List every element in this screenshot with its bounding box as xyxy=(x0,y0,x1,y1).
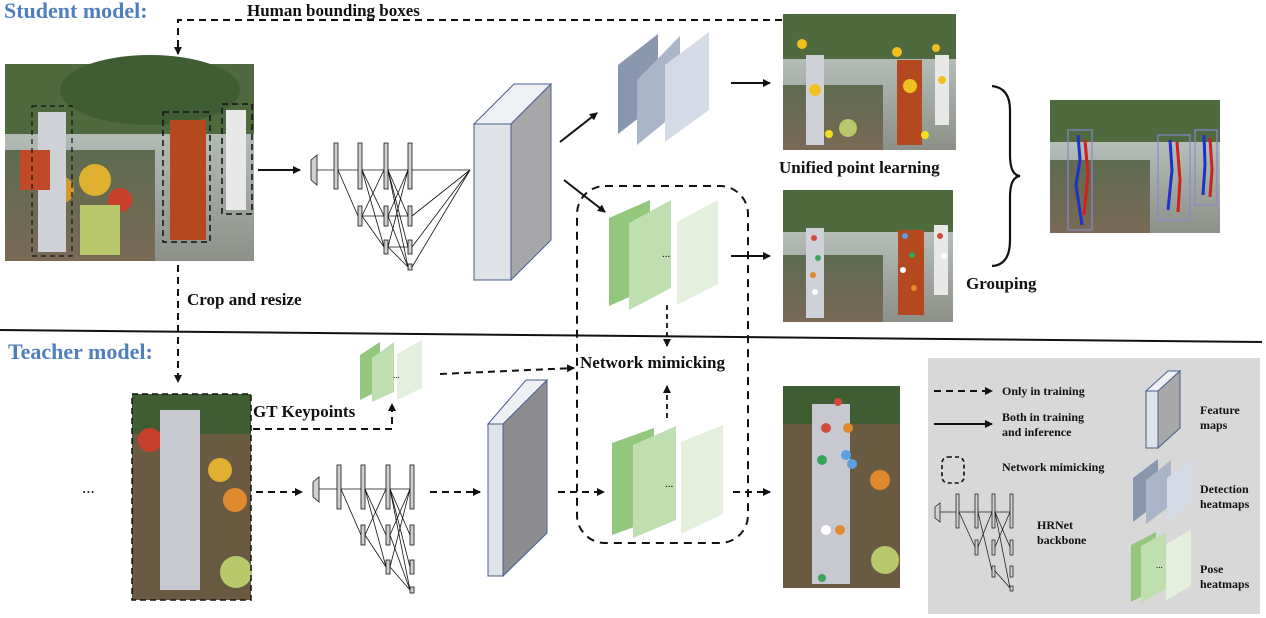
grouping-result-photo xyxy=(1050,100,1220,233)
legend-detection-sample xyxy=(1133,458,1193,524)
legend-hrnet-1: HRNet xyxy=(1037,518,1073,532)
grouping-brace xyxy=(991,84,1021,268)
student-hrnet-backbone xyxy=(310,142,471,271)
detection-output-photo xyxy=(783,14,956,150)
student-detection-heatmaps xyxy=(618,32,709,145)
grouping-label: Grouping xyxy=(966,274,1037,293)
legend-feature-sample xyxy=(1144,369,1182,450)
gt-keypoints-arrow xyxy=(253,403,396,430)
crop-resize-label: Crop and resize xyxy=(187,290,302,309)
teacher-output-photo xyxy=(783,386,900,588)
gt-to-mimic-arrow xyxy=(439,364,575,375)
legend-pose-dots: ... xyxy=(1156,560,1163,570)
teacher-section-title: Teacher model: xyxy=(8,339,153,364)
legend-both-training-2: and inference xyxy=(1002,425,1072,439)
gt-heatmap-dots: ... xyxy=(393,370,400,380)
unified-point-learning-label: Unified point learning xyxy=(779,158,940,177)
legend-hrnet-sample xyxy=(934,493,1014,592)
legend-pose-2: heatmaps xyxy=(1200,577,1250,591)
gt-heatmaps xyxy=(360,340,422,402)
gt-keypoints-label: GT Keypoints xyxy=(253,402,356,421)
teacher-pose-heatmaps xyxy=(612,425,723,538)
legend-pose-sample xyxy=(1131,530,1191,603)
legend-network-mimicking: Network mimicking xyxy=(1002,460,1105,474)
section-divider xyxy=(0,329,1263,343)
pose-output-photo xyxy=(783,190,953,322)
legend-pose-1: Pose xyxy=(1200,562,1224,576)
legend-detection-1: Detection xyxy=(1200,482,1249,496)
legend-both-training-1: Both in training xyxy=(1002,410,1085,424)
student-input-photo xyxy=(5,55,254,261)
human-boxes-arrow xyxy=(174,19,782,55)
network-mimicking-box xyxy=(576,185,749,544)
student-pose-dots: ... xyxy=(662,248,671,260)
legend-hrnet-2: backbone xyxy=(1037,533,1087,547)
student-feature-map xyxy=(472,82,553,282)
legend-feature-2: maps xyxy=(1200,418,1228,432)
legend-feature-1: Feature xyxy=(1200,403,1240,417)
human-boxes-label: Human bounding boxes xyxy=(247,1,420,20)
to-detection-arrow xyxy=(559,112,598,143)
teacher-hrnet-backbone xyxy=(312,464,415,594)
teacher-pose-dots: ... xyxy=(665,478,674,490)
legend-detection-2: heatmaps xyxy=(1200,497,1250,511)
legend-only-training: Only in training xyxy=(1002,384,1085,398)
student-pose-heatmaps xyxy=(609,200,718,310)
teacher-input-photo xyxy=(131,393,252,601)
teacher-ellipsis: ... xyxy=(82,478,95,497)
student-section-title: Student model: xyxy=(4,0,148,23)
legend-panel xyxy=(928,358,1260,614)
network-mimicking-label: Network mimicking xyxy=(580,353,725,372)
teacher-feature-map xyxy=(486,378,549,578)
